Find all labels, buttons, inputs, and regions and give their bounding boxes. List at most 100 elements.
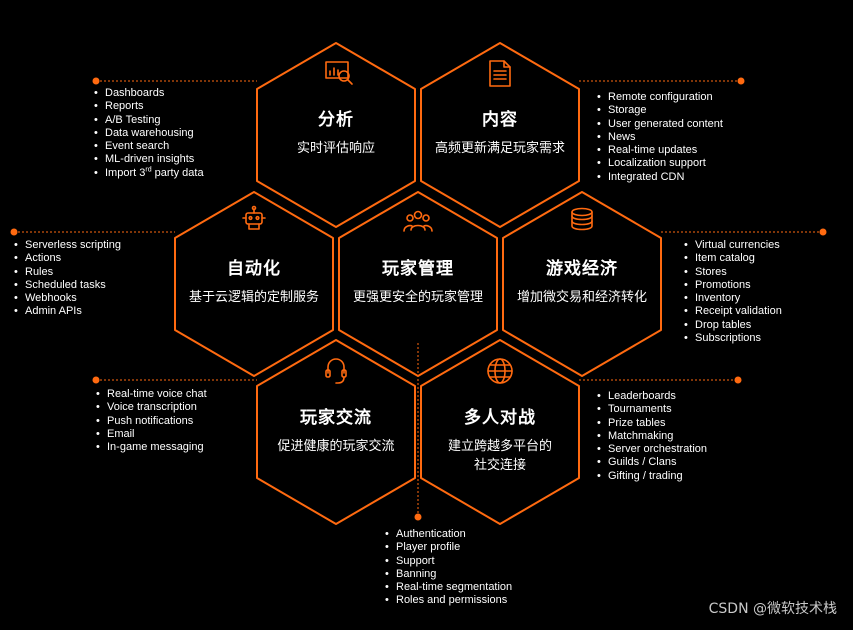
- hex-label-player-communication: 玩家交流 促进健康的玩家交流: [256, 403, 416, 456]
- list-item: Storage: [597, 104, 723, 118]
- list-item: Serverless scripting: [14, 239, 121, 253]
- list-item: Receipt validation: [684, 305, 782, 319]
- list-item: Banning: [385, 568, 512, 582]
- hex-subtitle: 高频更新满足玩家需求: [434, 141, 565, 156]
- hex-title: 玩家交流: [300, 408, 372, 428]
- list-item: Prize tables: [597, 417, 707, 431]
- hex-subtitle: 基于云逻辑的定制服务: [188, 290, 319, 305]
- hex-label-multiplayer: 多人对战 建立跨越多平台的 社交连接: [420, 403, 580, 475]
- feature-list-content: Remote configuration Storage User genera…: [597, 91, 723, 184]
- list-item-superscript: rd: [145, 166, 152, 174]
- list-item: Remote configuration: [597, 91, 723, 105]
- document-icon: [489, 60, 511, 87]
- connector-dot: [734, 376, 742, 384]
- hex-label-game-economy: 游戏经济 增加微交易和经济转化: [502, 254, 662, 307]
- feature-list-game-economy: Virtual currencies Item catalog Stores P…: [684, 239, 782, 346]
- list-item: ML-driven insights: [94, 153, 204, 167]
- list-item: Real-time segmentation: [385, 581, 512, 595]
- watermark: CSDN @微软技术栈: [708, 601, 837, 617]
- hex-label-player-management: 玩家管理 更强更安全的玩家管理: [338, 254, 498, 307]
- list-item: Support: [385, 555, 512, 569]
- list-item: News: [597, 131, 723, 145]
- feature-list-player-communication: Real-time voice chat Voice transcription…: [96, 388, 207, 455]
- hex-analytics: [256, 42, 416, 228]
- list-item: Rules: [14, 266, 121, 280]
- list-item: Integrated CDN: [597, 171, 723, 185]
- list-item: Leaderboards: [597, 390, 707, 404]
- hex-title: 自动化: [227, 259, 281, 279]
- globe-icon: [487, 358, 513, 384]
- hex-label-content: 内容 高频更新满足玩家需求: [420, 105, 580, 158]
- list-item: Guilds / Clans: [597, 456, 707, 470]
- list-item: Server orchestration: [597, 443, 707, 457]
- hex-title: 游戏经济: [546, 259, 618, 279]
- list-item: Roles and permissions: [385, 594, 512, 608]
- hex-subtitle: 建立跨越多平台的: [447, 439, 552, 454]
- list-item: Virtual currencies: [684, 239, 782, 253]
- connector-dot: [414, 513, 422, 521]
- connector-dot: [10, 228, 18, 236]
- hex-content: [420, 42, 580, 228]
- list-item: Import 3rd party data: [94, 166, 204, 180]
- list-item: Reports: [94, 100, 204, 114]
- list-item-text: Import 3: [105, 166, 146, 179]
- headset-icon: [325, 358, 347, 384]
- hex-automation: [174, 191, 334, 377]
- list-item: Inventory: [684, 292, 782, 306]
- list-item: Real-time updates: [597, 144, 723, 158]
- list-item: Tournaments: [597, 403, 707, 417]
- list-item: Voice transcription: [96, 401, 207, 415]
- hex-game-economy: [502, 191, 662, 377]
- feature-list-analytics: Dashboards Reports A/B Testing Data ware…: [94, 87, 204, 180]
- list-item: User generated content: [597, 118, 723, 132]
- list-item: Authentication: [385, 528, 512, 542]
- list-item-text: party data: [151, 166, 204, 179]
- list-item: Player profile: [385, 541, 512, 555]
- list-item: Actions: [14, 252, 121, 266]
- hex-title: 玩家管理: [382, 259, 454, 279]
- hex-subtitle: 增加微交易和经济转化: [516, 290, 647, 305]
- list-item: Email: [96, 428, 207, 442]
- list-item: Promotions: [684, 279, 782, 293]
- hex-player-communication: [256, 339, 416, 525]
- list-item: Dashboards: [94, 87, 204, 101]
- feature-list-multiplayer: Leaderboards Tournaments Prize tables Ma…: [597, 390, 707, 483]
- list-item: Real-time voice chat: [96, 388, 207, 402]
- list-item: Admin APIs: [14, 305, 121, 319]
- hex-subtitle: 实时评估响应: [296, 141, 375, 156]
- hex-title: 内容: [482, 110, 518, 130]
- coins-icon: [571, 207, 593, 231]
- list-item: Gifting / trading: [597, 470, 707, 484]
- hex-multiplayer: [420, 339, 580, 525]
- players-icon: [403, 210, 433, 232]
- hex-title: 多人对战: [464, 408, 536, 428]
- connector-dot: [92, 77, 100, 85]
- list-item: Push notifications: [96, 415, 207, 429]
- list-item: Matchmaking: [597, 430, 707, 444]
- hex-subtitle: 促进健康的玩家交流: [277, 439, 395, 454]
- robot-icon: [242, 205, 266, 230]
- list-item: Localization support: [597, 157, 723, 171]
- list-item: In-game messaging: [96, 441, 207, 455]
- list-item: Webhooks: [14, 292, 121, 306]
- list-item: Event search: [94, 140, 204, 154]
- feature-list-player-management: Authentication Player profile Support Ba…: [385, 528, 512, 608]
- hex-label-automation: 自动化 基于云逻辑的定制服务: [174, 254, 334, 307]
- hex-subtitle: 更强更安全的玩家管理: [352, 290, 483, 305]
- list-item: Data warehousing: [94, 127, 204, 141]
- list-item: Drop tables: [684, 319, 782, 333]
- connector-dot: [92, 376, 100, 384]
- connector-dot: [819, 228, 827, 236]
- analytics-icon: [325, 61, 353, 85]
- hex-title: 分析: [318, 110, 354, 130]
- list-item: Item catalog: [684, 252, 782, 266]
- list-item: Scheduled tasks: [14, 279, 121, 293]
- hex-label-analytics: 分析 实时评估响应: [256, 105, 416, 158]
- list-item: Subscriptions: [684, 332, 782, 346]
- list-item: Stores: [684, 266, 782, 280]
- feature-list-automation: Serverless scripting Actions Rules Sched…: [14, 239, 121, 319]
- list-item: A/B Testing: [94, 114, 204, 128]
- connector-dot: [737, 77, 745, 85]
